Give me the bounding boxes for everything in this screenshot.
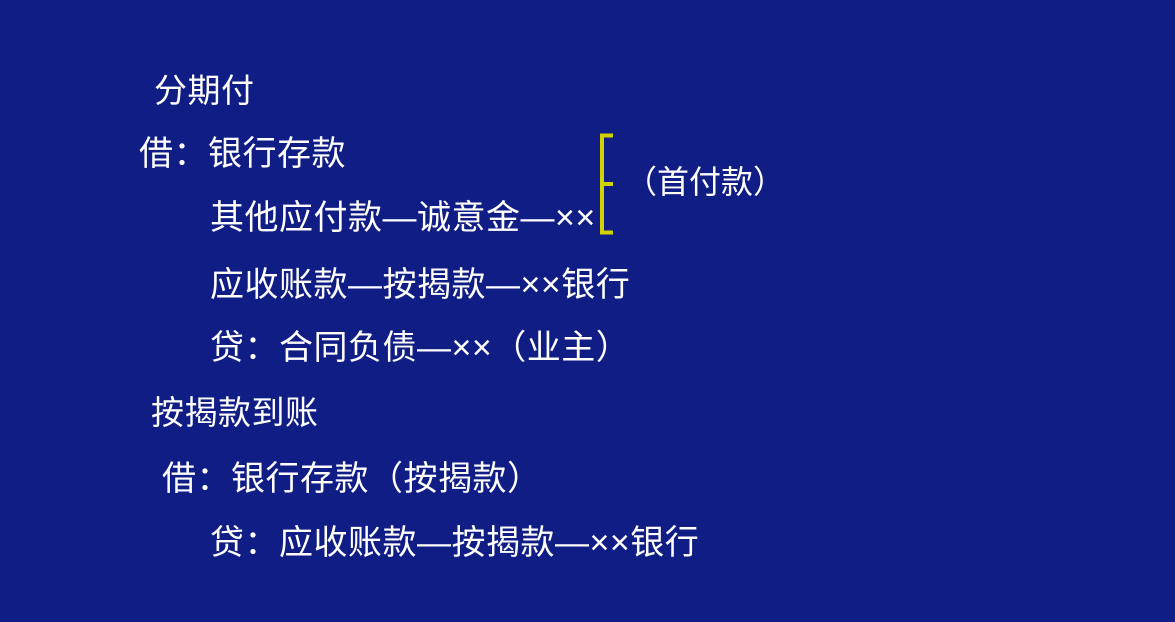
curly-brace-icon bbox=[600, 133, 613, 235]
entry-credit-accounts-receivable-mortgage: 贷：应收账款—按揭款—××银行 bbox=[210, 524, 700, 562]
brace-label-down-payment: （首付款） bbox=[625, 164, 786, 200]
entry-debit-bank-deposit-mortgage: 借：银行存款（按揭款） bbox=[162, 460, 542, 498]
brace-annotation-group: （首付款） bbox=[597, 133, 787, 235]
entry-other-payable-earnest-money: 其他应付款—诚意金—×× bbox=[210, 199, 596, 237]
section-heading-mortgage-received: 按揭款到账 bbox=[151, 394, 319, 431]
entry-debit-bank-deposit: 借：银行存款 bbox=[139, 135, 346, 173]
entry-credit-contract-liability: 贷：合同负债—××（业主） bbox=[210, 329, 631, 367]
entry-accounts-receivable-mortgage: 应收账款—按揭款—××银行 bbox=[210, 266, 631, 304]
section-heading-installment: 分期付 bbox=[154, 72, 255, 109]
